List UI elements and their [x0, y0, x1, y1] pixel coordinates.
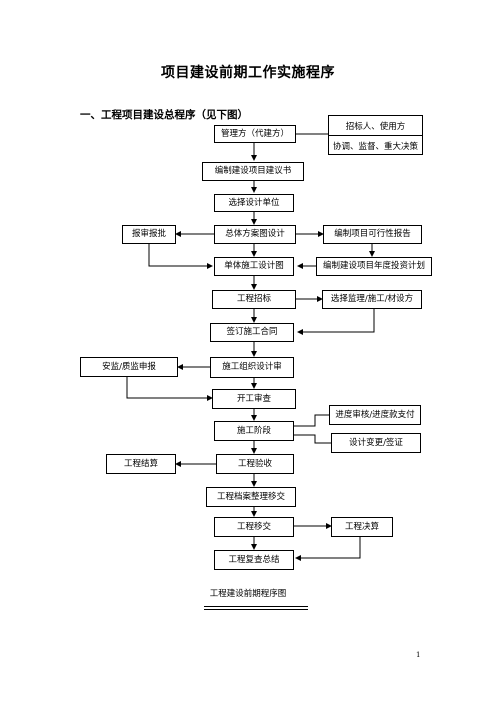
node-progress-pay: 进度审核/进度款支付: [329, 405, 421, 425]
arrow-final-summary: [295, 537, 361, 561]
section-heading: 一、工程项目建设总程序（见下图）: [80, 109, 248, 121]
node-construction: 施工阶段: [214, 421, 294, 441]
link-construction-progress: [294, 414, 329, 427]
page-title: 项目建设前期工作实施程序: [161, 65, 335, 81]
node-review-summary: 工程复查总结: [214, 550, 294, 570]
node-archive: 工程档案整理移交: [206, 487, 296, 507]
node-acceptance: 工程验收: [216, 454, 294, 474]
node-org-review: 施工组织设计审: [210, 357, 294, 378]
node-final-account: 工程决算: [331, 517, 393, 537]
node-single-design: 单体施工设计图: [214, 257, 294, 276]
node-settlement: 工程结算: [106, 454, 176, 474]
figure-caption: 工程建设前期程序图: [209, 589, 287, 599]
node-owner: 管理方（代建方）: [214, 125, 296, 143]
arrow-review-single: [148, 244, 213, 269]
node-master-plan: 总体方案图设计: [214, 225, 296, 244]
arrow-safety-start: [126, 377, 213, 401]
page-number: 1: [416, 651, 421, 659]
node-feasibility: 编制项目可行性报告: [323, 225, 422, 244]
node-annual-plan: 编制建设项目年度投资计划: [316, 257, 432, 276]
arrow-parties-contract: [297, 309, 375, 335]
link-construction-change: [294, 434, 331, 444]
node-bidding: 工程招标: [212, 290, 296, 309]
caption-double-rule: [204, 606, 308, 610]
node-tender-user: 招标人、使用方 协调、监督、重大决策: [328, 115, 423, 155]
node-start-review: 开工审查: [212, 389, 296, 409]
node-select-design: 选择设计单位: [214, 194, 294, 212]
node-tender-user-line1: 招标人、使用方: [345, 121, 406, 132]
node-contract: 签订施工合同: [210, 323, 294, 342]
node-safety: 安监/质监申报: [80, 357, 178, 377]
node-proposal: 编制建设项目建议书: [202, 162, 304, 181]
node-select-parties: 选择监理/施工/材设方: [322, 290, 422, 309]
node-design-change: 设计变更/签证: [331, 433, 421, 453]
node-review-approve: 报审报批: [122, 225, 176, 244]
node-tender-user-line2: 协调、监督、重大决策: [329, 135, 422, 155]
node-handover: 工程移交: [214, 517, 294, 537]
